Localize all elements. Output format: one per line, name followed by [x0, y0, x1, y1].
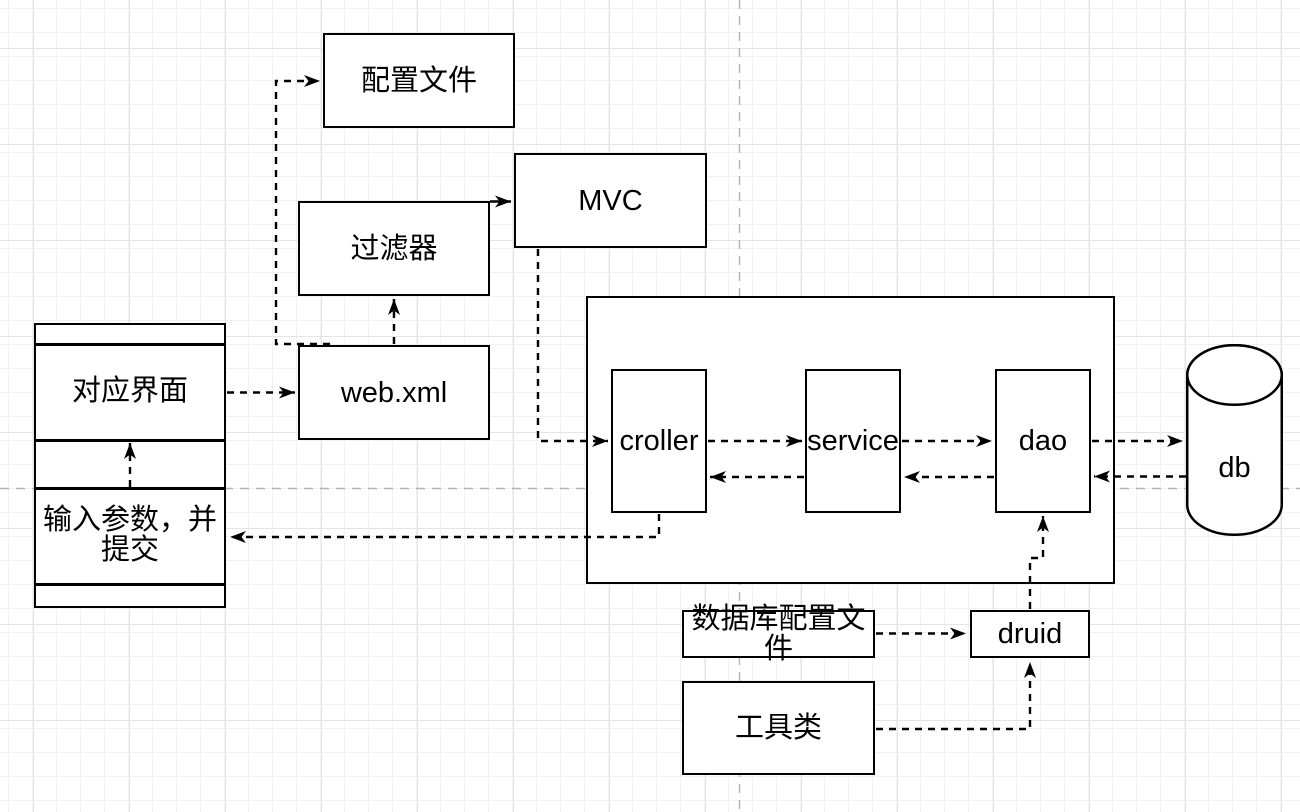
utils-box[interactable]: 工具类 [682, 681, 875, 775]
mvc-label: MVC [578, 184, 643, 217]
filter-box[interactable]: 过滤器 [298, 201, 490, 296]
stack-divider [36, 343, 224, 346]
webxml-label: web.xml [340, 376, 448, 409]
input-submit-section[interactable]: 输入参数，并 提交 [36, 487, 224, 583]
dao-label: dao [1018, 425, 1068, 457]
db-config-line2: 件 [763, 633, 793, 665]
webxml-box[interactable]: web.xml [298, 345, 490, 440]
config-file-box[interactable]: 配置文件 [323, 33, 515, 128]
ui-stack-box[interactable]: 对应界面 输入参数，并 提交 [34, 323, 226, 608]
db-config-box[interactable]: 数据库配置文 件 [682, 604, 875, 664]
input-submit-line2: 提交 [100, 534, 159, 566]
dao-box[interactable]: dao [995, 369, 1091, 513]
ui-panel-label: 对应界面 [71, 375, 188, 407]
db-cylinder[interactable]: db [1186, 344, 1283, 536]
db-config-line1: 数据库配置文 [691, 603, 866, 635]
config-file-label: 配置文件 [360, 64, 477, 97]
input-submit-line1: 输入参数，并 [42, 504, 217, 536]
input-submit-label: 输入参数，并 提交 [43, 505, 217, 565]
filter-label: 过滤器 [350, 232, 438, 265]
ui-panel-section[interactable]: 对应界面 [36, 343, 224, 439]
utils-label: 工具类 [734, 712, 822, 744]
stack-divider [36, 487, 224, 490]
db-cylinder-shape [1186, 344, 1283, 536]
db-label: db [1218, 452, 1251, 484]
mvc-box[interactable]: MVC [514, 153, 707, 248]
db-config-label: 数据库配置文 件 [691, 604, 865, 664]
service-label: service [807, 425, 899, 457]
croller-label: croller [619, 425, 699, 457]
service-box[interactable]: service [805, 369, 901, 513]
druid-box[interactable]: druid [970, 610, 1090, 658]
croller-box[interactable]: croller [611, 369, 707, 513]
druid-label: druid [997, 618, 1063, 650]
stack-divider [36, 439, 224, 442]
stack-divider [36, 583, 224, 586]
